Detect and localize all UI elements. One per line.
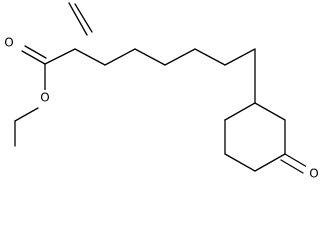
ring-bond-3 xyxy=(254,153,286,172)
methylene-bond-line-1 xyxy=(68,2,88,36)
carbonyl-double-bond-line-1 xyxy=(21,50,46,65)
atom-labels: O O O xyxy=(2,35,321,182)
ketone-bond-line-1 xyxy=(284,153,308,168)
chain-bond-2 xyxy=(134,48,166,66)
cyclohexanone-ring xyxy=(224,102,286,172)
ester-oxygen-to-methylene-bond xyxy=(14,107,39,122)
ketone-bond-line-2 xyxy=(280,159,304,174)
chemical-structure-diagram: O O O xyxy=(2,2,321,182)
ester-oxygen-label-mask xyxy=(37,90,52,106)
ethoxy-group xyxy=(14,107,39,147)
carbonyl-oxygen-label-mask xyxy=(2,35,17,51)
ketone-oxygen-label-mask xyxy=(306,166,321,182)
alkyl-chain xyxy=(74,48,256,104)
methylene-bond-line-2 xyxy=(74,3,93,33)
carbonyl-double-bond-line-2 xyxy=(24,45,47,59)
carbonyl-oxygen-label: O xyxy=(4,36,13,50)
ketone-oxygen-label: O xyxy=(309,167,318,181)
methylene-double-bond xyxy=(68,2,93,36)
ring-bond-6 xyxy=(224,102,256,121)
chain-bond-4 xyxy=(194,48,226,66)
ring-bond-4 xyxy=(224,153,256,172)
alpha-carbon-chain-bond xyxy=(74,48,106,66)
chain-bond-5 xyxy=(224,48,256,66)
ester-oxygen-label: O xyxy=(40,91,49,105)
ketone-double-bond xyxy=(280,153,308,174)
chain-bond-1 xyxy=(104,48,136,66)
chain-bond-3 xyxy=(164,48,196,66)
alpha-to-carbonyl-bond xyxy=(44,48,76,65)
ester-carbonyl xyxy=(21,45,76,92)
ring-bond-1 xyxy=(254,102,286,121)
